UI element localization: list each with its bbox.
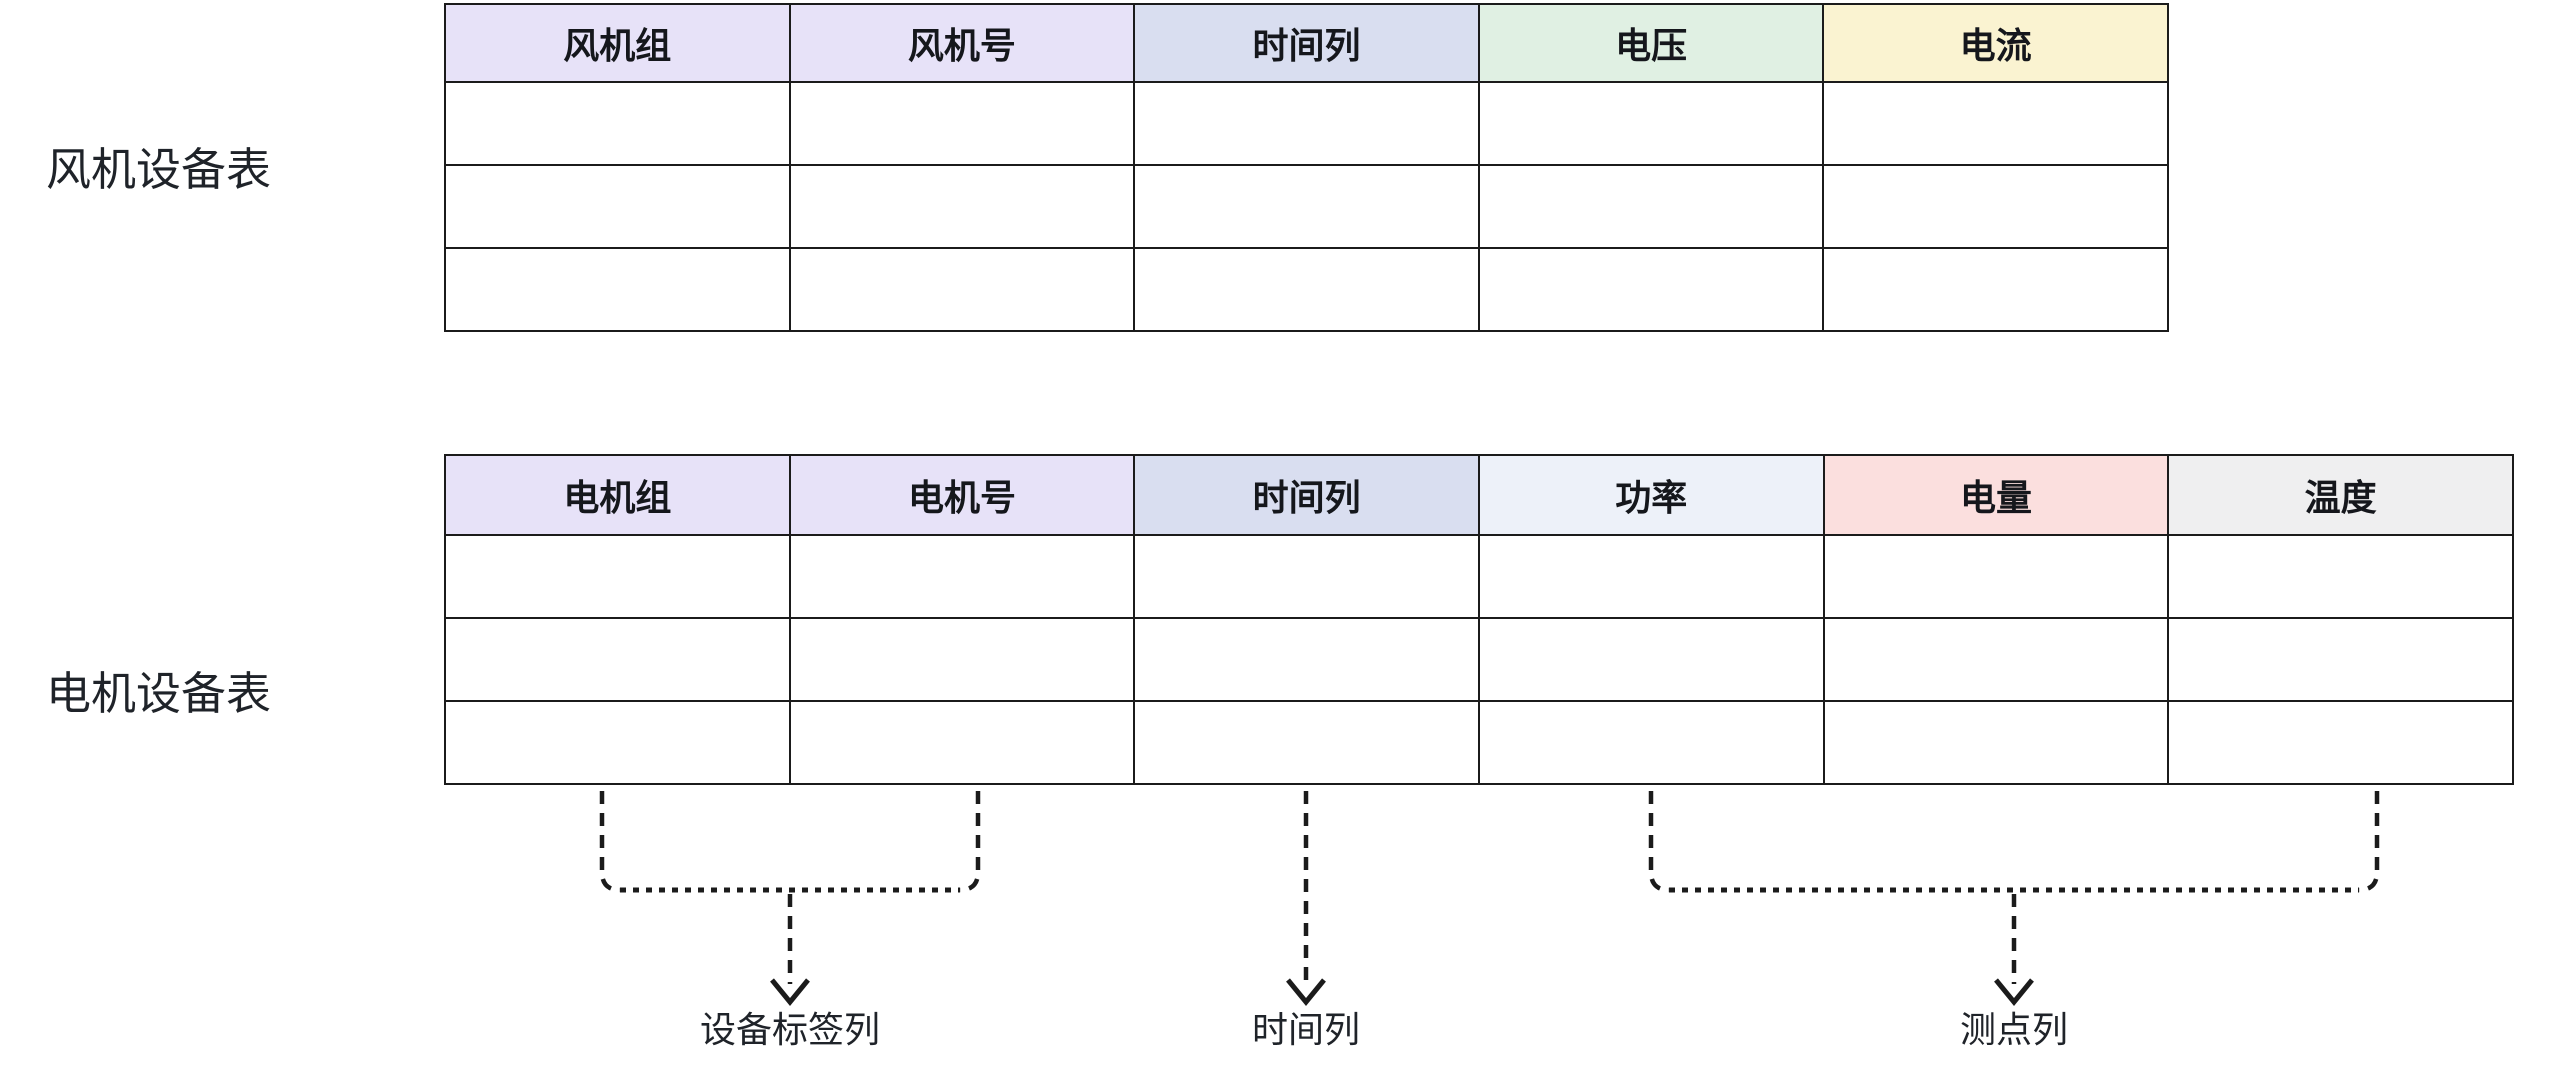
empty-cell xyxy=(788,164,1136,249)
empty-cell xyxy=(1822,700,2170,785)
column-header: 电量 xyxy=(1822,454,2170,536)
empty-cell xyxy=(1822,164,2169,249)
column-header: 功率 xyxy=(1477,454,1825,536)
empty-cell xyxy=(444,81,791,166)
empty-cell xyxy=(444,247,791,332)
empty-cell xyxy=(1822,534,2170,619)
arrowhead-icon xyxy=(770,978,810,1006)
empty-cell xyxy=(1133,534,1480,619)
device-label-columns-label: 设备标签列 xyxy=(699,1009,881,1050)
dashed-bracket-edge xyxy=(959,791,981,893)
motor-table: 电机组 电机号 时间列 功率 电量 温度 xyxy=(444,454,2514,785)
empty-cell xyxy=(1133,81,1480,166)
empty-cell xyxy=(788,534,1136,619)
empty-cell xyxy=(2167,534,2514,619)
table-row xyxy=(444,247,2169,332)
column-header: 电压 xyxy=(1477,3,1825,83)
empty-cell xyxy=(444,534,791,619)
empty-cell xyxy=(444,164,791,249)
empty-cell xyxy=(1477,247,1825,332)
dashed-bracket-edge xyxy=(599,791,621,893)
empty-cell xyxy=(1133,617,1480,702)
empty-cell xyxy=(1477,81,1825,166)
empty-cell xyxy=(1133,700,1480,785)
column-header: 风机组 xyxy=(444,3,791,83)
table-row xyxy=(444,617,2514,702)
empty-cell xyxy=(2167,617,2514,702)
table-row xyxy=(444,700,2514,785)
measurement-columns-label: 测点列 xyxy=(1959,1009,2069,1050)
fan-table: 风机组 风机号 时间列 电压 电流 xyxy=(444,3,2169,332)
column-header: 时间列 xyxy=(1133,454,1480,536)
empty-cell xyxy=(1477,534,1825,619)
empty-cell xyxy=(1133,247,1480,332)
fan-table-header-row: 风机组 风机号 时间列 电压 电流 xyxy=(444,3,2169,83)
empty-cell xyxy=(444,700,791,785)
arrowhead-icon xyxy=(1286,978,1326,1006)
bracket-device-label-columns xyxy=(599,791,981,1006)
column-header: 时间列 xyxy=(1133,3,1480,83)
arrow-time-column xyxy=(1286,791,1326,1006)
time-column-label: 时间列 xyxy=(1251,1009,1361,1050)
column-header: 电流 xyxy=(1822,3,2169,83)
empty-cell xyxy=(2167,700,2514,785)
column-header: 电机号 xyxy=(788,454,1136,536)
column-header: 温度 xyxy=(2167,454,2514,536)
empty-cell xyxy=(788,247,1136,332)
empty-cell xyxy=(1477,617,1825,702)
table-row xyxy=(444,534,2514,619)
empty-cell xyxy=(444,617,791,702)
empty-cell xyxy=(1822,247,2169,332)
motor-table-header-row: 电机组 电机号 时间列 功率 电量 温度 xyxy=(444,454,2514,536)
motor-table-title: 电机设备表 xyxy=(46,668,272,719)
empty-cell xyxy=(788,700,1136,785)
table-row xyxy=(444,81,2169,166)
empty-cell xyxy=(1477,700,1825,785)
dashed-bracket-edge xyxy=(2358,791,2380,893)
column-header: 电机组 xyxy=(444,454,791,536)
arrowhead-icon xyxy=(1994,978,2034,1006)
bracket-measurement-columns xyxy=(1648,791,2380,1006)
table-row xyxy=(444,164,2169,249)
column-header: 风机号 xyxy=(788,3,1136,83)
empty-cell xyxy=(788,81,1136,166)
empty-cell xyxy=(788,617,1136,702)
empty-cell xyxy=(1822,617,2170,702)
dashed-bracket-edge xyxy=(1648,791,1670,893)
empty-cell xyxy=(1822,81,2169,166)
empty-cell xyxy=(1477,164,1825,249)
empty-cell xyxy=(1133,164,1480,249)
fan-table-title: 风机设备表 xyxy=(46,144,272,195)
